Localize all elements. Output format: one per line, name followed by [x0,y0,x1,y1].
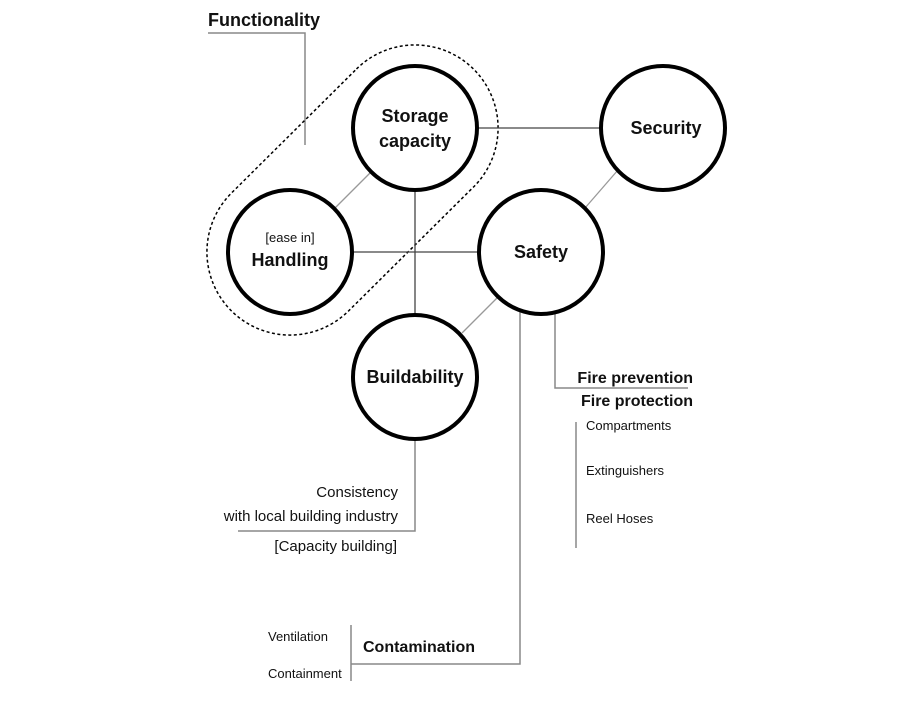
fire-leader [554,300,688,389]
node-handling-prefix: [ease in] [265,230,314,245]
node-storage-line2: capacity [379,131,451,151]
link-storage-handling [334,172,371,209]
node-security: Security [599,64,727,192]
contamination-label: Contamination [363,639,475,656]
fire-item: Extinguishers [586,463,665,478]
node-buildability-label: Buildability [366,367,463,387]
buildability-note-3: [Capacity building] [274,538,397,555]
fire-item: Reel Hoses [586,511,654,526]
functionality-label: Functionality [208,10,320,30]
node-storage-line1: Storage [381,106,448,126]
node-safety: Safety [477,188,605,316]
functionality-group-outline [206,44,499,336]
functionality-leader [208,32,306,145]
node-handling: [ease in] Handling [226,188,354,316]
buildability-note-1: Consistency [316,484,398,501]
node-handling-label: Handling [252,250,329,270]
node-safety-label: Safety [514,242,568,262]
fire-prevention-label: Fire prevention [577,370,693,387]
contamination-item: Containment [268,666,342,681]
contamination-item: Ventilation [268,629,328,644]
fire-protection-label: Fire protection [581,393,693,410]
node-buildability: Buildability [351,313,479,441]
contamination-leader [351,289,521,665]
node-security-label: Security [630,118,701,138]
link-safety-buildability [461,296,499,334]
buildability-leader [238,428,416,532]
link-security-safety [584,169,619,209]
fire-item: Compartments [586,418,672,433]
buildability-note-2: with local building industry [223,508,399,525]
node-storage-capacity: Storage capacity [351,64,479,192]
